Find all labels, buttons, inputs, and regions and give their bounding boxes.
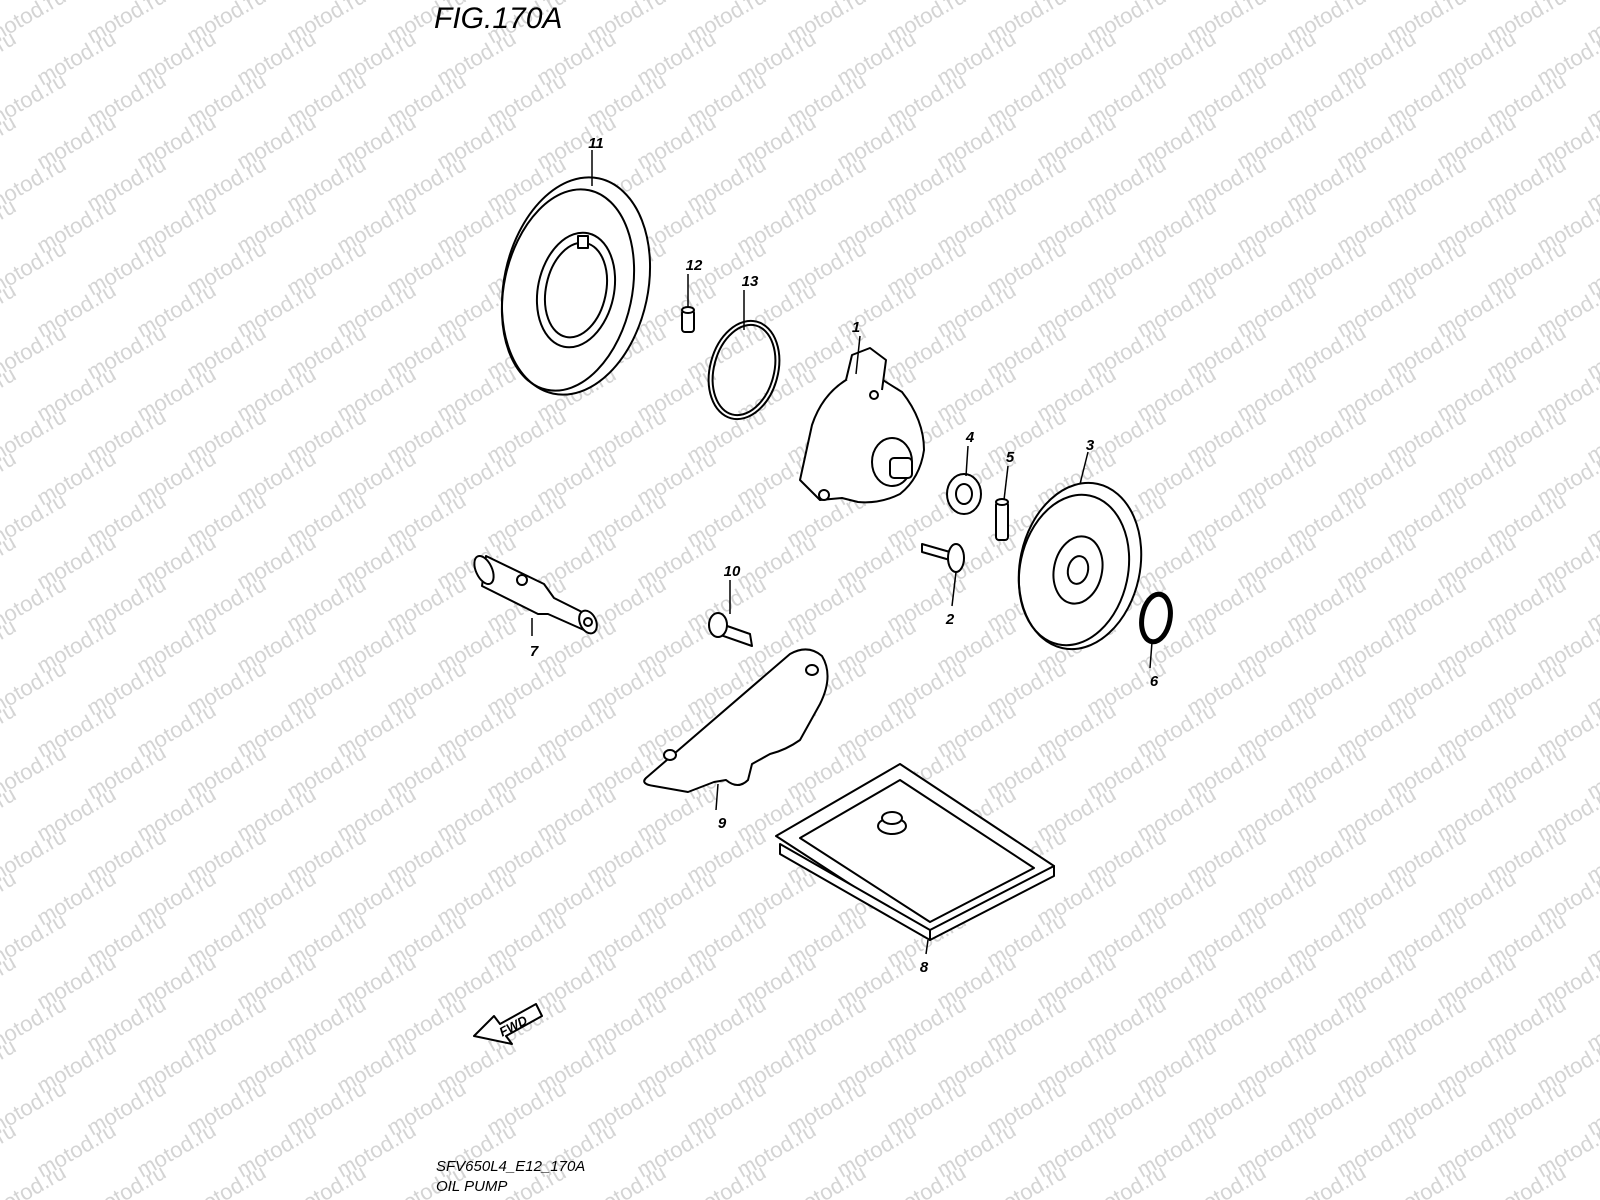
callout-10: 10 bbox=[724, 563, 741, 580]
callout-8: 8 bbox=[920, 959, 929, 976]
part-3-oil-pump-gear bbox=[1017, 481, 1143, 651]
part-1-oil-pump-assy bbox=[799, 347, 925, 504]
callout-12: 12 bbox=[686, 257, 703, 274]
part-8-oil-strainer bbox=[775, 763, 1055, 941]
figure-name: OIL PUMP bbox=[436, 1178, 508, 1195]
callout-13: 13 bbox=[742, 273, 759, 290]
part-11-oil-pump-driven-gear bbox=[500, 176, 652, 396]
leader-lines bbox=[531, 150, 1153, 955]
callout-1: 1 bbox=[852, 319, 860, 336]
figure-code: SFV650L4_E12_170A bbox=[436, 1158, 586, 1175]
part-5-pin bbox=[995, 498, 1009, 541]
fwd-arrow-icon bbox=[473, 1003, 543, 1045]
part-4-washer bbox=[946, 473, 982, 515]
callout-6: 6 bbox=[1150, 673, 1159, 690]
part-13-circlip bbox=[707, 319, 781, 421]
part-12-pin bbox=[681, 306, 695, 333]
callout-7: 7 bbox=[530, 643, 539, 660]
callout-9: 9 bbox=[718, 815, 727, 832]
callout-5: 5 bbox=[1006, 449, 1015, 466]
part-7-oil-pipe-bolt bbox=[473, 554, 598, 635]
callout-11: 11 bbox=[588, 135, 604, 152]
part-10-bolt bbox=[708, 612, 753, 647]
part-9-plate bbox=[643, 648, 829, 793]
figure-title: FIG.170A bbox=[434, 2, 563, 35]
callout-4: 4 bbox=[965, 429, 975, 446]
part-2-screw bbox=[921, 543, 965, 573]
callout-3: 3 bbox=[1086, 437, 1095, 454]
part-6-circlip bbox=[1139, 591, 1173, 645]
callout-2: 2 bbox=[945, 611, 955, 628]
